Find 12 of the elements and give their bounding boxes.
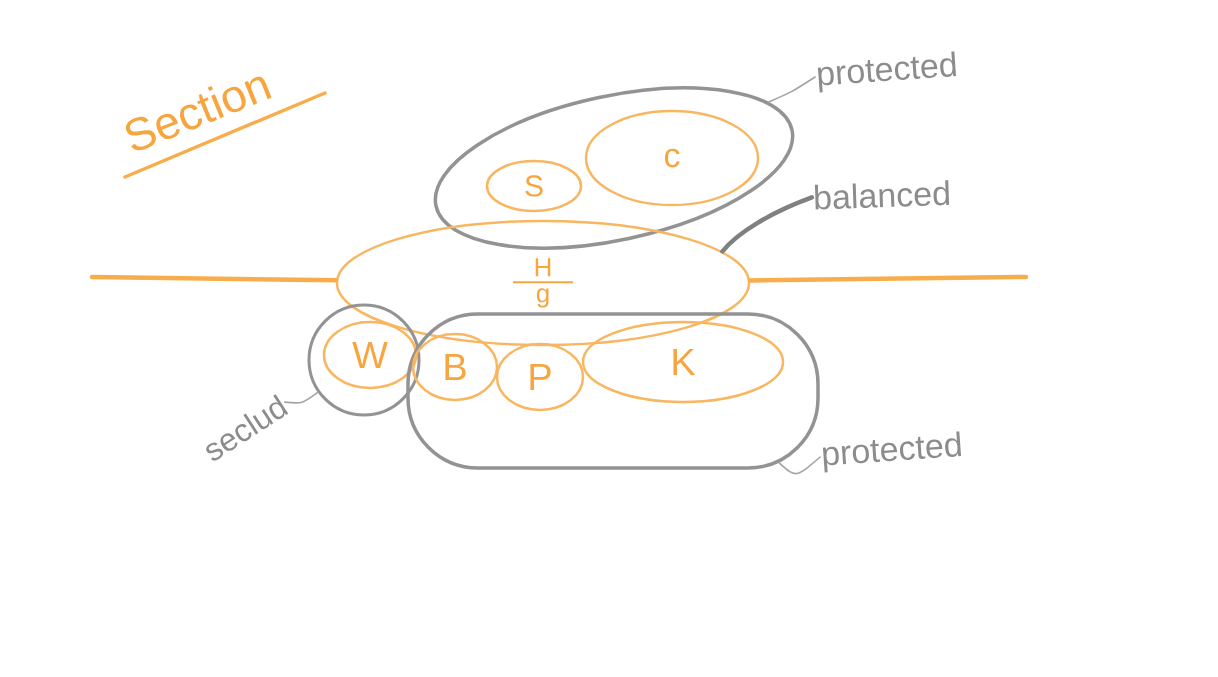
title: Section xyxy=(125,76,272,151)
leader-line xyxy=(778,456,821,475)
rounded-outline xyxy=(406,312,820,470)
leader-line xyxy=(720,195,815,254)
handwritten-label: protected xyxy=(822,431,962,473)
outline-circle xyxy=(307,303,421,417)
handwritten-label: balanced xyxy=(814,180,950,210)
leader-line xyxy=(767,76,816,103)
line xyxy=(747,274,1029,283)
line xyxy=(89,274,339,283)
leader-line xyxy=(284,391,319,404)
handwritten-label: protected xyxy=(817,51,957,93)
